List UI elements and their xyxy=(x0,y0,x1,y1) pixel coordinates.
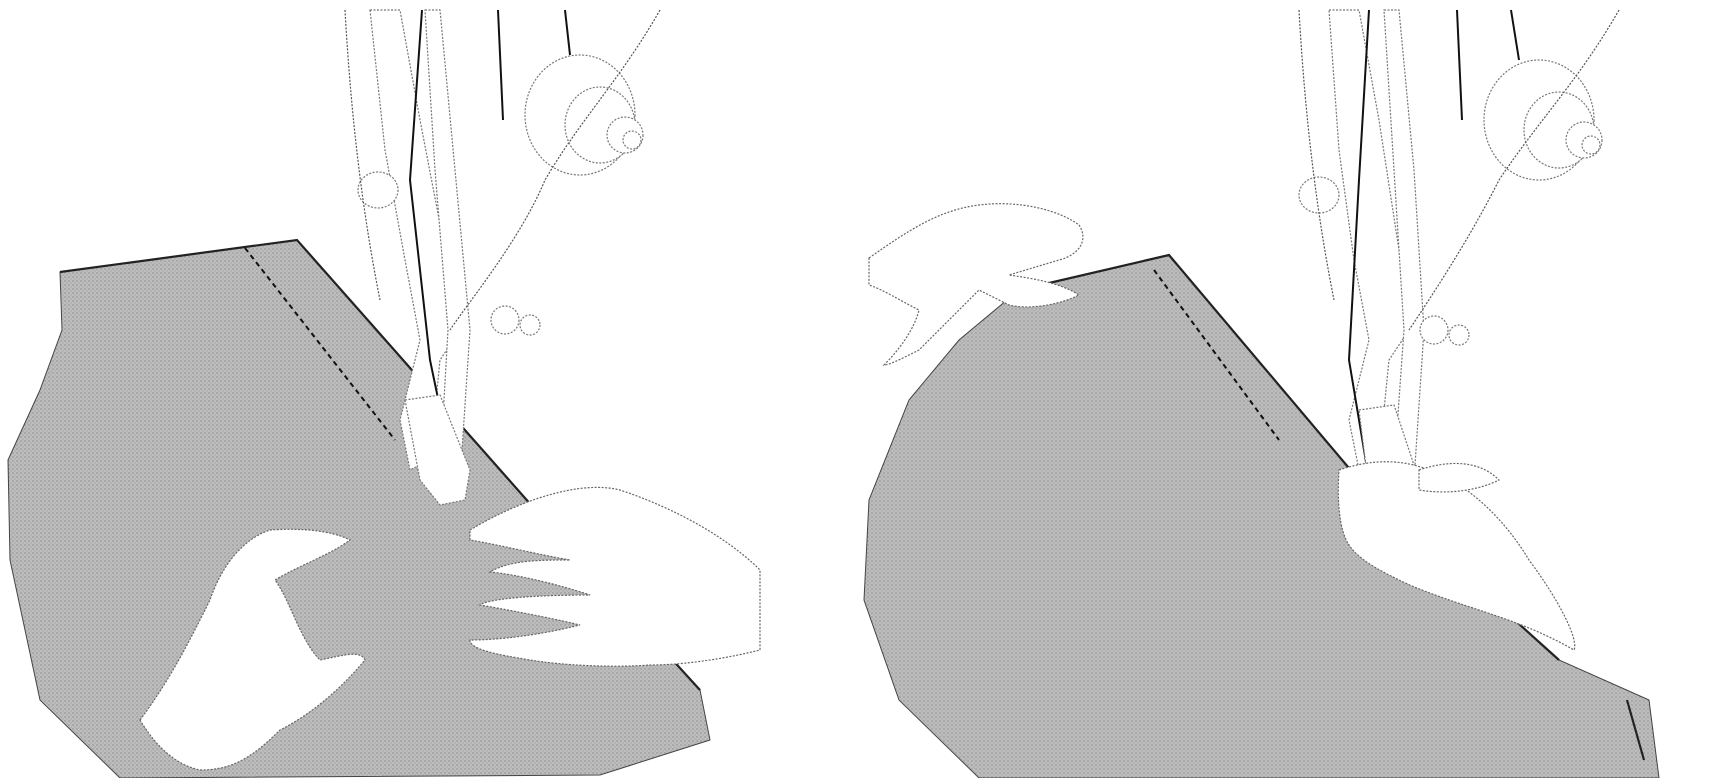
bolt xyxy=(1420,316,1448,344)
bolt-2 xyxy=(520,315,540,335)
machine-arm-curve xyxy=(450,10,660,330)
thread-line-3 xyxy=(565,10,570,55)
illustration-panel-right xyxy=(859,0,1717,778)
thread-line-3 xyxy=(1511,10,1519,60)
fabric-piece xyxy=(864,255,1659,778)
right-hand-thumb xyxy=(1419,463,1499,492)
thread-line-2 xyxy=(1457,10,1462,120)
sewing-illustration-left xyxy=(0,0,858,778)
tension-dial xyxy=(525,55,643,175)
thread-line-2 xyxy=(498,10,503,120)
tension-knob xyxy=(1299,177,1339,213)
machine-arm-left xyxy=(1299,10,1334,300)
bolt-2 xyxy=(1449,325,1469,345)
illustration-panel-left xyxy=(0,0,858,778)
sewing-illustration-right xyxy=(859,0,1717,778)
bolt xyxy=(491,306,519,334)
